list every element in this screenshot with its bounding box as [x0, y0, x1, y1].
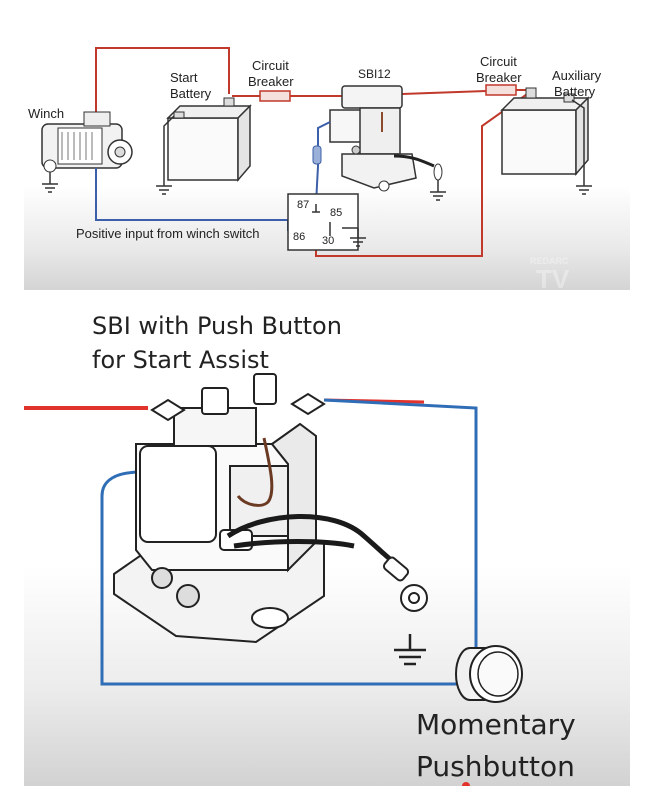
winch-icon: [41, 111, 133, 193]
watermark-line1: REDARC: [530, 256, 569, 266]
watermark-line2: TV: [536, 264, 570, 290]
start-battery-label-line1: Start: [170, 70, 198, 85]
ring-terminal-icon: [382, 556, 428, 612]
circuit-breaker-left-label-line1: Circuit: [252, 58, 289, 73]
winch-wiring-svg: 87 85 86 30 Winch Start Battery Circuit …: [28, 47, 602, 290]
start-battery-label-line2: Battery: [170, 86, 212, 101]
winch-positive-wire: [95, 47, 230, 126]
pushbutton-icon: [455, 645, 523, 703]
relay-pin-86: 86: [293, 231, 305, 243]
start-battery-icon: [156, 97, 252, 195]
circuit-breaker-right-label-line2: Breaker: [476, 70, 522, 85]
sbi-to-breaker-right-wire: [401, 90, 487, 95]
black-ground-wire: [226, 514, 398, 566]
circuit-breaker-right: [485, 84, 517, 96]
sbi-pushbutton-svg: SBI with Push Button for Start Assist: [24, 312, 576, 786]
sbi-isolator-icon: [113, 373, 326, 644]
redarc-tv-watermark: REDARC TV: [530, 256, 570, 290]
sbi12-isolator-icon: [329, 85, 446, 201]
circuit-breaker-left-label-line2: Breaker: [248, 74, 294, 89]
blue-return-wire: [100, 470, 476, 686]
title-line1: SBI with Push Button: [92, 312, 342, 340]
relay-pin-85: 85: [330, 207, 342, 219]
positive-input-label: Positive input from winch switch: [76, 226, 260, 241]
relay-pin-30: 30: [322, 235, 334, 247]
pushbutton-label-line2: Pushbutton: [416, 750, 575, 783]
winch-label: Winch: [28, 106, 64, 121]
ground-icon: [394, 634, 426, 666]
aux-battery-label-line2: Battery: [554, 84, 596, 99]
title-line2: for Start Assist: [92, 346, 269, 374]
pushbutton-label-line1: Momentary: [416, 708, 576, 741]
inline-fuse: [312, 145, 322, 165]
sbi-pushbutton-diagram: SBI with Push Button for Start Assist: [24, 296, 630, 786]
relay-icon: 87 85 86 30: [287, 193, 366, 251]
winch-wiring-diagram: 87 85 86 30 Winch Start Battery Circuit …: [24, 16, 630, 290]
black-connector-wire: [233, 539, 355, 549]
relay-pin-87: 87: [297, 199, 309, 211]
aux-battery-label-line1: Auxiliary: [552, 68, 602, 83]
aux-to-relay-wire: [315, 91, 531, 257]
blue-control-wire: [323, 398, 478, 658]
circuit-breaker-left: [259, 90, 291, 102]
auxiliary-battery-icon: [500, 87, 592, 195]
red-pointer-dot: [462, 782, 470, 786]
circuit-breaker-right-label-line1: Circuit: [480, 54, 517, 69]
sbi12-label: SBI12: [358, 67, 391, 81]
